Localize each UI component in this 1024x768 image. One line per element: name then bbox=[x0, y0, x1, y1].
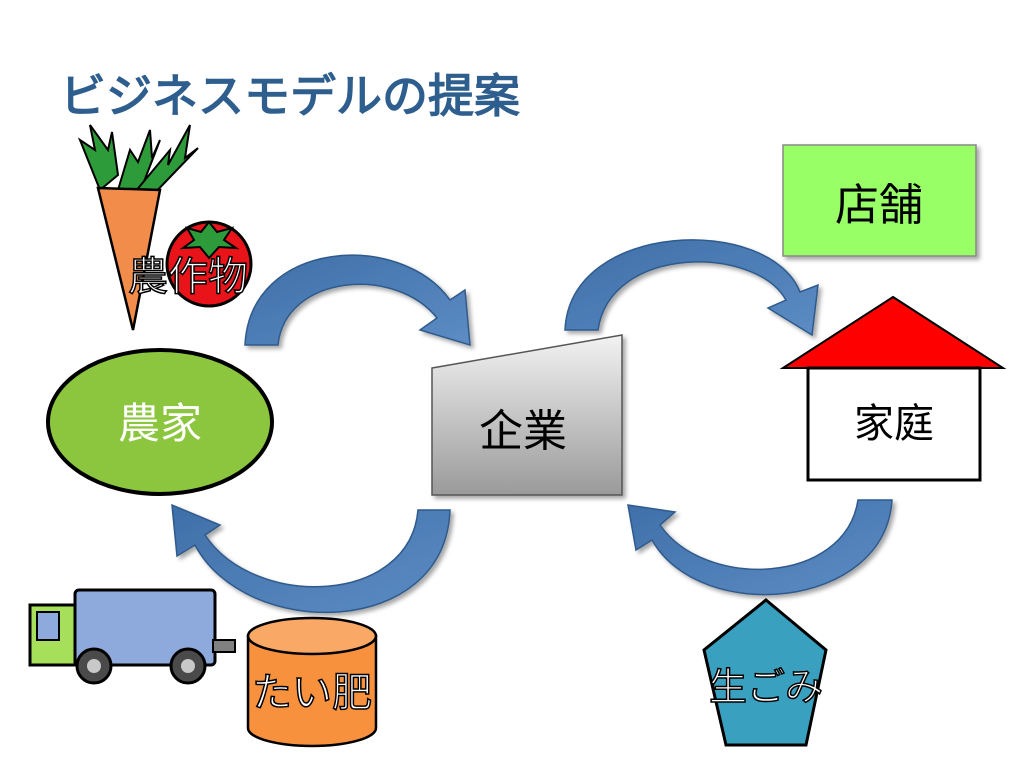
arrow-company-to-home bbox=[564, 239, 819, 337]
farmer-label: 農家 bbox=[118, 399, 202, 448]
company-label: 企業 bbox=[479, 406, 567, 457]
compost-node: たい肥 bbox=[246, 616, 378, 748]
crops-label: 農作物 bbox=[128, 254, 248, 300]
home-node: 家庭 bbox=[779, 295, 1007, 482]
arrow-farmer-to-company bbox=[244, 254, 471, 347]
company-node: 企業 bbox=[431, 334, 623, 496]
arrow-company-to-farmer bbox=[171, 503, 451, 614]
garbage-label: 生ごみ bbox=[709, 665, 823, 709]
truck-icon bbox=[28, 588, 236, 685]
home-label: 家庭 bbox=[854, 401, 934, 447]
garbage-node: 生ごみ bbox=[702, 598, 828, 747]
store-label: 店舗 bbox=[835, 180, 923, 231]
farmer-node: 農家 bbox=[46, 348, 274, 496]
carrot-icon bbox=[77, 124, 199, 331]
compost-label: たい肥 bbox=[252, 670, 372, 716]
slide-title: ビジネスモデルの提案 bbox=[60, 69, 521, 123]
store-node: 店舗 bbox=[782, 144, 977, 257]
arrow-home-to-company bbox=[627, 499, 893, 596]
tomato-icon bbox=[165, 220, 253, 308]
